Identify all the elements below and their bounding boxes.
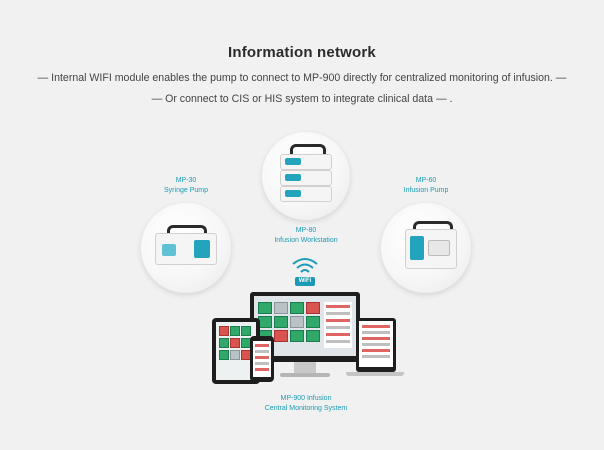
mp80-unit-2 xyxy=(280,170,332,186)
laptop-base xyxy=(346,372,404,376)
mp80-unit-3 xyxy=(280,186,332,202)
mp900-label: MP-900 Infusion Central Monitoring Syste… xyxy=(264,395,348,412)
mp80-handle xyxy=(290,144,326,155)
wifi-icon: WiFi xyxy=(290,254,320,290)
monitor-stand xyxy=(294,362,316,374)
mp30-handle xyxy=(167,225,207,237)
description-line-1: — Internal WIFI module enables the pump … xyxy=(37,72,567,84)
mp80-image xyxy=(262,132,350,220)
description-line-2: — Or connect to CIS or HIS system to int… xyxy=(151,93,453,105)
mp60-handle xyxy=(413,221,453,233)
smartphone xyxy=(250,336,274,382)
mp30-body xyxy=(155,233,217,265)
wifi-badge: WiFi xyxy=(298,278,312,284)
page-title: Information network xyxy=(228,44,376,61)
mp60-image xyxy=(381,203,471,293)
mp30-label: MP-30 Syringe Pump xyxy=(164,177,208,194)
monitor-base xyxy=(280,373,330,377)
mp30-image xyxy=(141,203,231,293)
mp60-label: MP-60 Infusion Pump xyxy=(403,177,449,194)
mp80-label: MP-80 Infusion Workstation xyxy=(274,227,338,244)
mp60-body xyxy=(405,229,457,269)
laptop xyxy=(356,318,396,372)
mp80-unit-1 xyxy=(280,154,332,170)
